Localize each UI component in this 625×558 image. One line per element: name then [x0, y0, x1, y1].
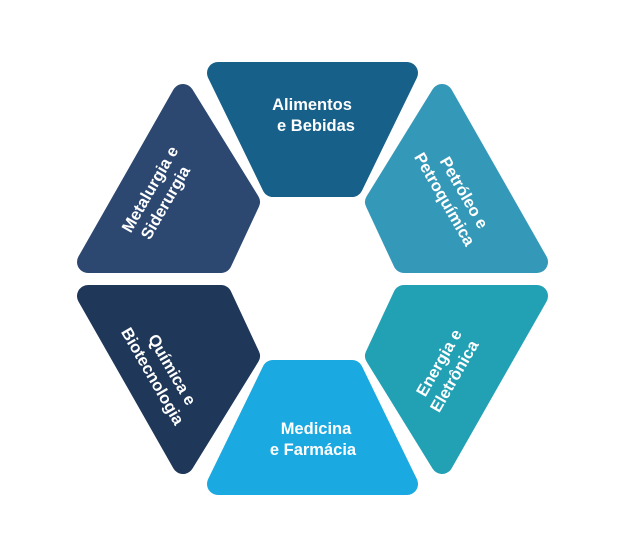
segment-petroleo: Petróleo ePetroquímica: [365, 84, 548, 273]
segment-metalurgia: Metalurgia eSiderurgia: [77, 84, 260, 273]
segment-shape: [207, 360, 418, 495]
segment-shape: [77, 84, 260, 273]
segment-energia: Energia eEletrônica: [365, 285, 548, 474]
segment-quimica: Química eBiotecnologia: [77, 285, 260, 474]
segment-shape: [365, 84, 548, 273]
segment-shape: [77, 285, 260, 474]
segment-shape: [365, 285, 548, 474]
segment-shape: [207, 62, 418, 197]
